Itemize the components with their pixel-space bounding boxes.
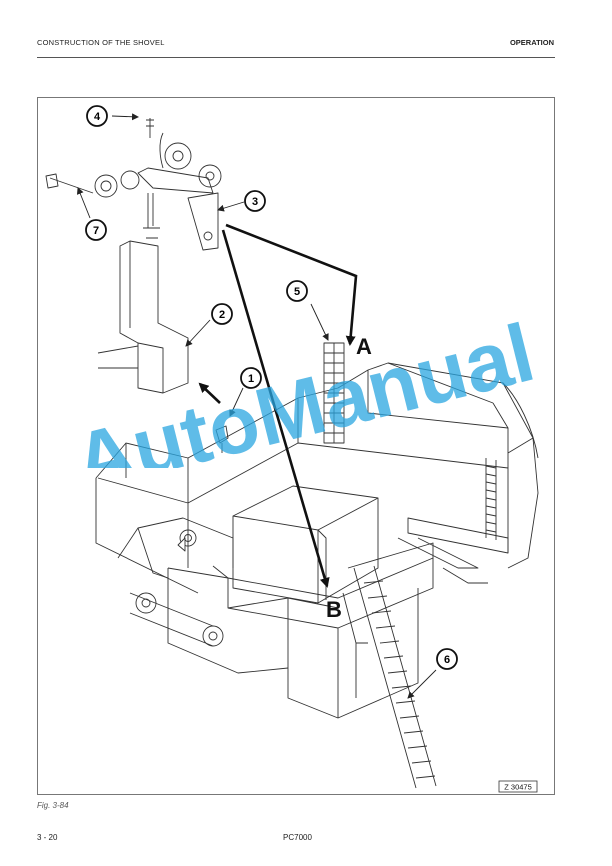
figure-frame: 4 3 7 2 5 1 6 A B Z 30475 <box>37 97 555 795</box>
callout-5: 5 <box>286 280 308 302</box>
svg-text:2: 2 <box>219 309 225 321</box>
svg-text:5: 5 <box>294 286 300 298</box>
callout-4: 4 <box>86 105 108 127</box>
drawing-ref: Z 30475 <box>504 783 532 792</box>
svg-text:1: 1 <box>248 373 254 385</box>
callout-3: 3 <box>244 190 266 212</box>
view-label-a: A <box>356 334 372 359</box>
page-number: 3 - 20 <box>37 833 58 842</box>
callout-7: 7 <box>85 219 107 241</box>
figure-caption: Fig. 3-84 <box>37 801 69 810</box>
header-section-title: CONSTRUCTION OF THE SHOVEL <box>37 38 165 47</box>
header-rule <box>37 57 555 58</box>
svg-text:6: 6 <box>444 654 450 666</box>
header-chapter-title: OPERATION <box>509 38 554 47</box>
shovel-drawing: 4 3 7 2 5 1 6 A B Z 30475 <box>45 105 539 793</box>
model-name: PC7000 <box>283 833 312 842</box>
view-label-b: B <box>326 597 342 622</box>
svg-text:7: 7 <box>93 225 99 237</box>
svg-text:3: 3 <box>252 196 258 208</box>
svg-text:4: 4 <box>94 111 101 123</box>
callout-1: 1 <box>240 367 262 389</box>
drawing-ref-box <box>498 780 538 793</box>
callout-2: 2 <box>211 303 233 325</box>
callout-6: 6 <box>436 648 458 670</box>
